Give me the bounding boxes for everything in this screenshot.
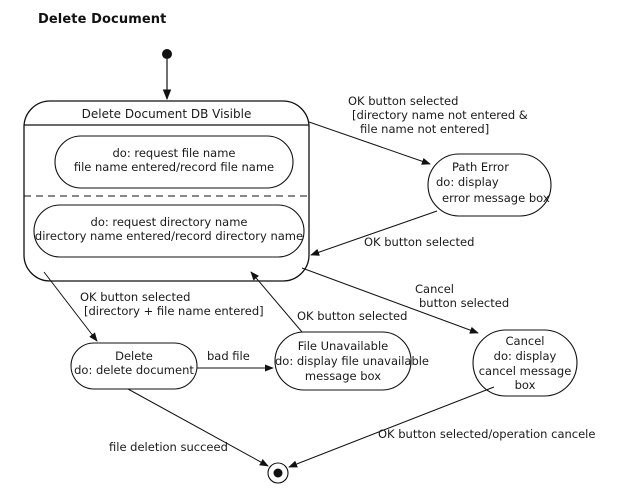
state-path-error-line2: error message box: [442, 191, 550, 205]
substate-file-name-line1: do: request file name: [112, 146, 236, 160]
transition-to-path-error: [308, 121, 431, 165]
label-to-delete-line1: OK button selected: [80, 290, 191, 304]
label-to-delete-line2: [directory + file name entered]: [84, 304, 264, 318]
state-cancel-name: Cancel: [505, 334, 545, 348]
label-to-path-error-line1: OK button selected: [348, 94, 459, 108]
state-delete-line1: do: delete document: [74, 363, 194, 377]
label-path-error-back: OK button selected: [364, 235, 475, 249]
label-to-path-error-line2: [directory name not entered &: [352, 108, 528, 122]
initial-state: [162, 49, 172, 59]
diagram-title: Delete Document: [38, 12, 167, 27]
transition-unavailable-back: [250, 271, 303, 333]
state-file-unavailable-line2: message box: [304, 369, 382, 383]
state-file-unavailable-name: File Unavailable: [297, 339, 389, 353]
state-cancel-line2: cancel message: [478, 364, 572, 378]
label-to-cancel-line2: button selected: [419, 296, 510, 310]
label-delete-success: file deletion succeed: [109, 440, 228, 454]
transition-to-cancel: [301, 267, 479, 334]
state-file-unavailable-line1: do: display file unavailable: [275, 354, 430, 368]
state-path-error-line1: do: display: [436, 175, 499, 189]
state-path-error-box: [427, 153, 552, 217]
substate-directory-name-line1: do: request directory name: [90, 215, 248, 229]
substate-file-name-line2: file name entered/record file name: [73, 160, 275, 174]
transition-delete-success: [127, 388, 269, 467]
state-file-unavailable-box: [274, 331, 412, 391]
label-bad-file: bad file: [207, 349, 250, 363]
label-unavailable-back: OK button selected: [297, 309, 408, 323]
state-cancel-line1: do: display: [493, 349, 557, 363]
transition-cancel-final: [288, 386, 495, 468]
label-cancel-final: OK button selected/operation cancele: [378, 427, 596, 441]
label-to-path-error-line3: file name not entered]: [360, 122, 490, 136]
substate-directory-name-box: [33, 204, 305, 258]
state-cancel-box: [472, 329, 578, 397]
final-state-ring: [267, 462, 289, 484]
state-delete-name: Delete: [115, 349, 153, 363]
state-path-error-name: Path Error: [452, 160, 509, 174]
final-state-dot: [273, 468, 283, 478]
composite-state-box: [23, 100, 310, 282]
transition-path-error-back: [310, 210, 438, 256]
substate-directory-name-line2: directory name entered/record directory …: [34, 229, 304, 243]
state-delete-box: [70, 342, 198, 390]
substate-file-name-box: [54, 135, 294, 189]
label-to-cancel-line1: Cancel: [415, 282, 454, 296]
transition-to-delete: [43, 271, 98, 342]
state-cancel-line3: box: [514, 378, 536, 392]
composite-state-name: Delete Document DB Visible: [81, 107, 252, 121]
